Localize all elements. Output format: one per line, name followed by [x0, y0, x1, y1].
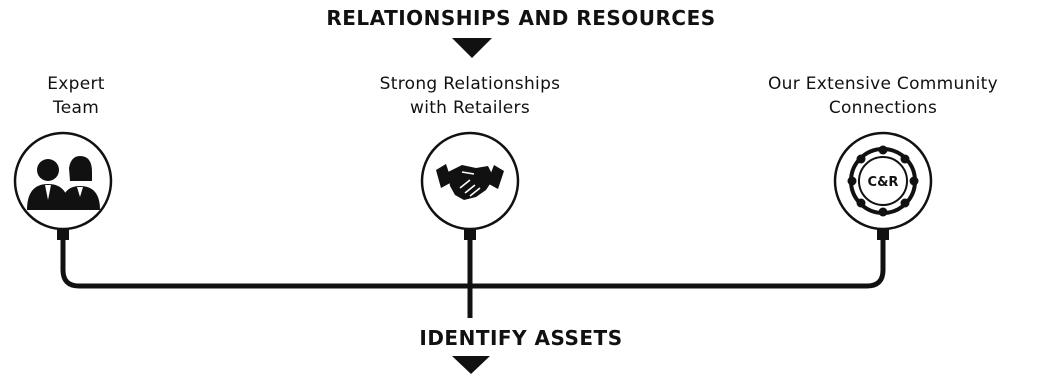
node-label-line-2: with Retailers: [409, 98, 530, 118]
top-heading: RELATIONSHIPS AND RESOURCES: [326, 6, 716, 30]
node-label-retailers: Strong Relationships with Retailers: [330, 72, 610, 120]
node-label-line-1: Expert: [47, 74, 105, 94]
top-arrow-icon: [452, 38, 492, 58]
bottom-heading: IDENTIFY ASSETS: [419, 326, 623, 350]
node-label-line-1: Strong Relationships: [379, 74, 561, 94]
node-label-community: Our Extensive Community Connections: [728, 72, 1038, 120]
connector-plug: [57, 229, 69, 240]
bottom-arrow-icon: [452, 356, 490, 374]
connector-bus: [60, 235, 886, 289]
team-people-icon: [27, 156, 100, 210]
community-connections-icon: C&R: [847, 145, 919, 217]
connector-plug: [877, 229, 889, 240]
node-label-expert-team: Expert Team: [16, 72, 136, 120]
node-label-line-2: Team: [52, 98, 100, 118]
handshake-icon: [436, 164, 504, 200]
community-people-dots: [847, 145, 919, 217]
node-retailers: [420, 131, 520, 231]
connector-plug: [464, 229, 476, 240]
node-label-line-2: Connections: [828, 98, 938, 118]
node-label-line-1: Our Extensive Community: [767, 74, 999, 94]
node-community: C&R: [833, 131, 933, 231]
node-expert-team: [13, 131, 113, 231]
community-icon-text: C&R: [868, 175, 899, 190]
